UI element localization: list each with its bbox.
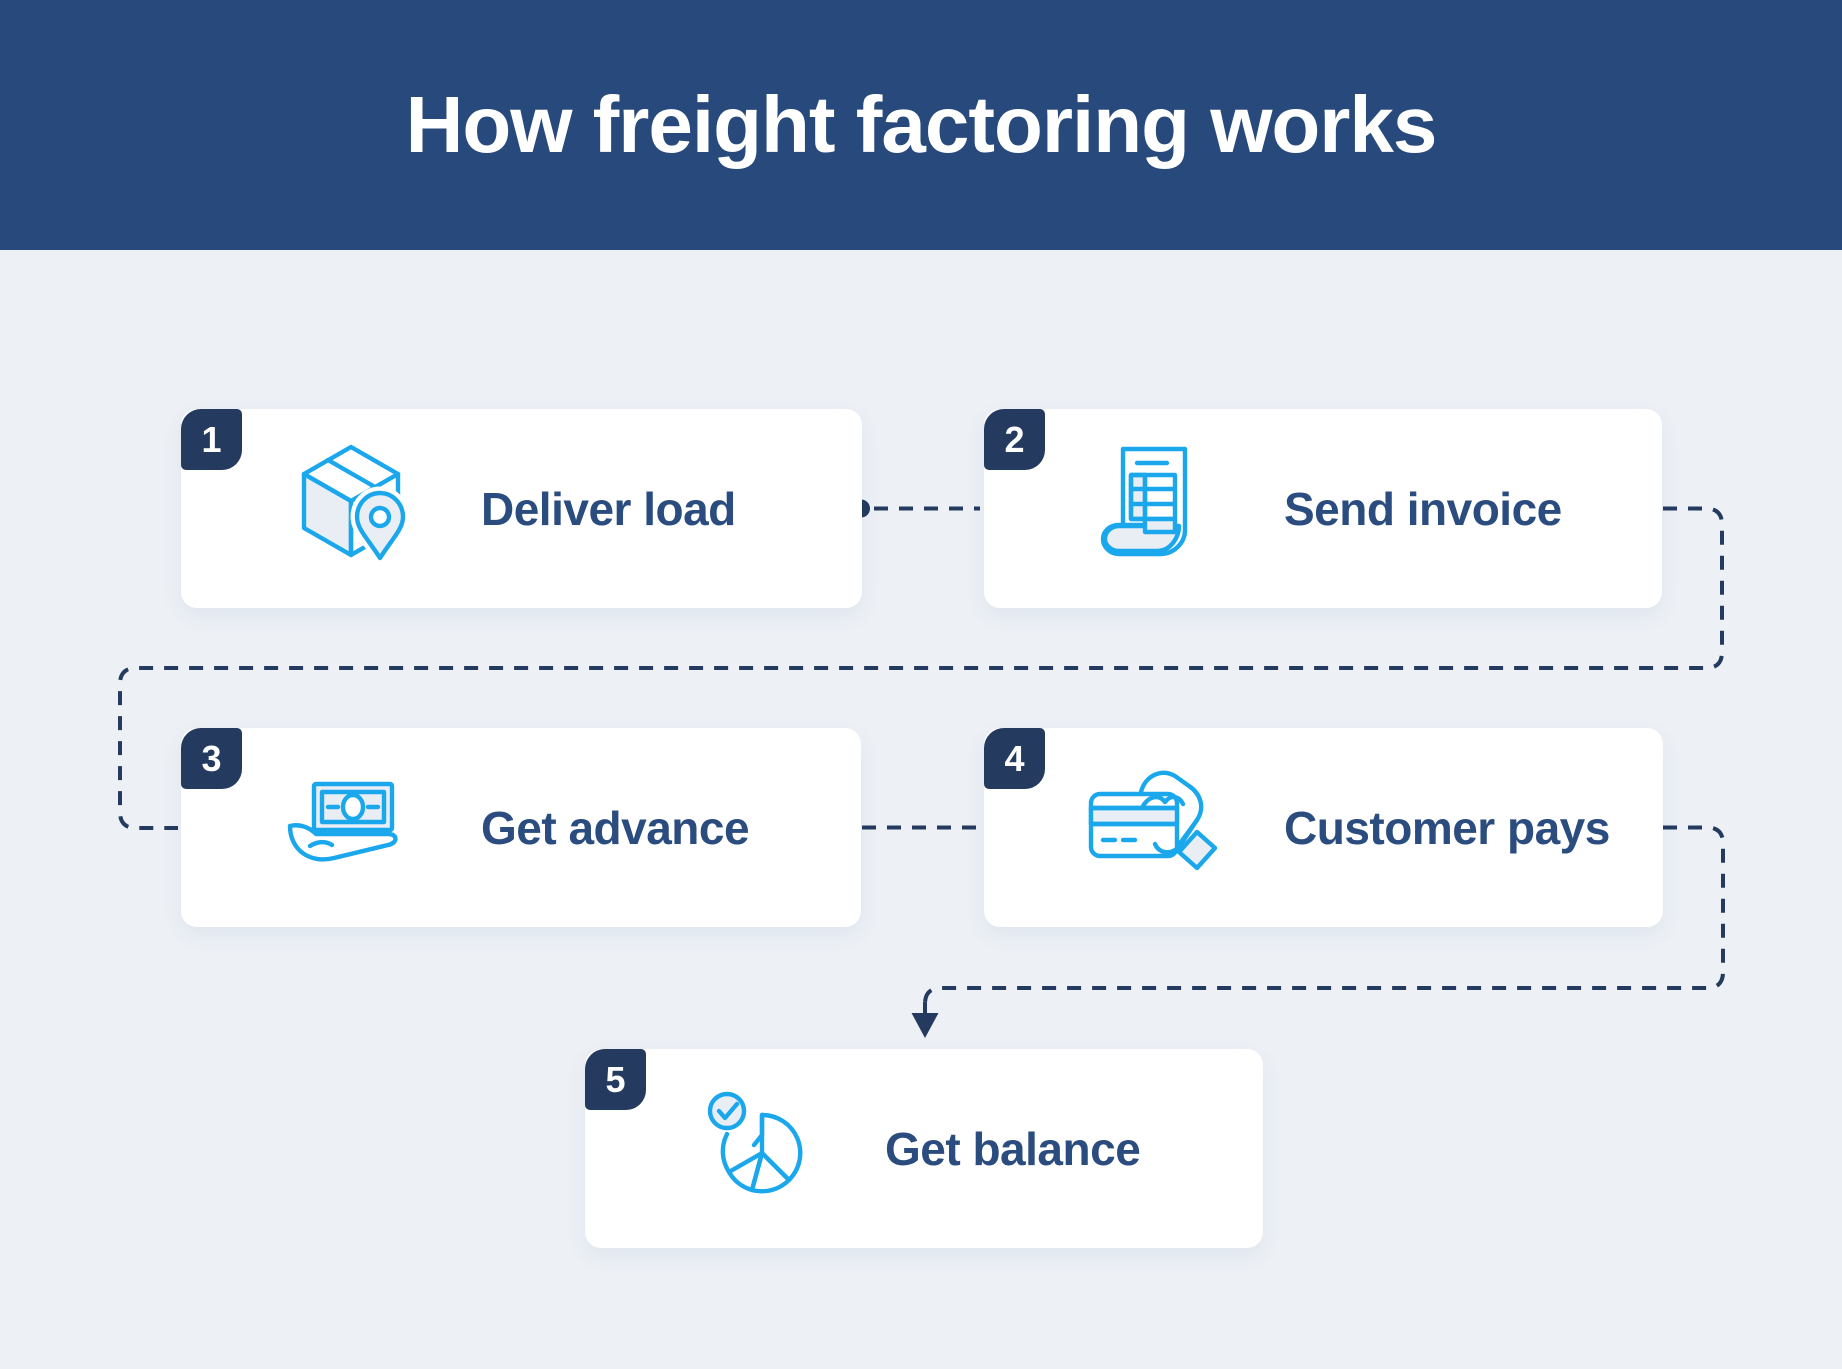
step-5-badge: 5 (585, 1049, 646, 1110)
step-3-badge: 3 (181, 728, 242, 789)
hand-holding-money-icon (276, 752, 426, 902)
pie-chart-check-icon (680, 1073, 830, 1223)
step-card-3: 3 Get advance (181, 728, 861, 927)
page-title: How freight factoring works (405, 80, 1438, 169)
step-1-label: Deliver load (481, 482, 736, 535)
hand-credit-card-icon (1079, 752, 1229, 902)
invoice-document-icon (1079, 433, 1229, 583)
step-2-badge: 2 (984, 409, 1045, 470)
step-card-4: 4 Customer pays (984, 728, 1663, 927)
step-card-2: 2 Send invoice (984, 409, 1662, 608)
step-3-label: Get advance (481, 801, 750, 854)
step-card-1: 1 Deliver load (181, 409, 862, 608)
step-4-label: Customer pays (1284, 801, 1610, 854)
step-2-label: Send invoice (1284, 482, 1562, 535)
step-1-badge: 1 (181, 409, 242, 470)
package-delivery-pin-icon (276, 433, 426, 583)
step-5-label: Get balance (885, 1122, 1141, 1175)
step-card-5: 5 Get balance (585, 1049, 1263, 1248)
step-4-badge: 4 (984, 728, 1045, 789)
header-band: How freight factoring works (0, 0, 1842, 250)
arrow-head-icon (911, 1013, 939, 1038)
